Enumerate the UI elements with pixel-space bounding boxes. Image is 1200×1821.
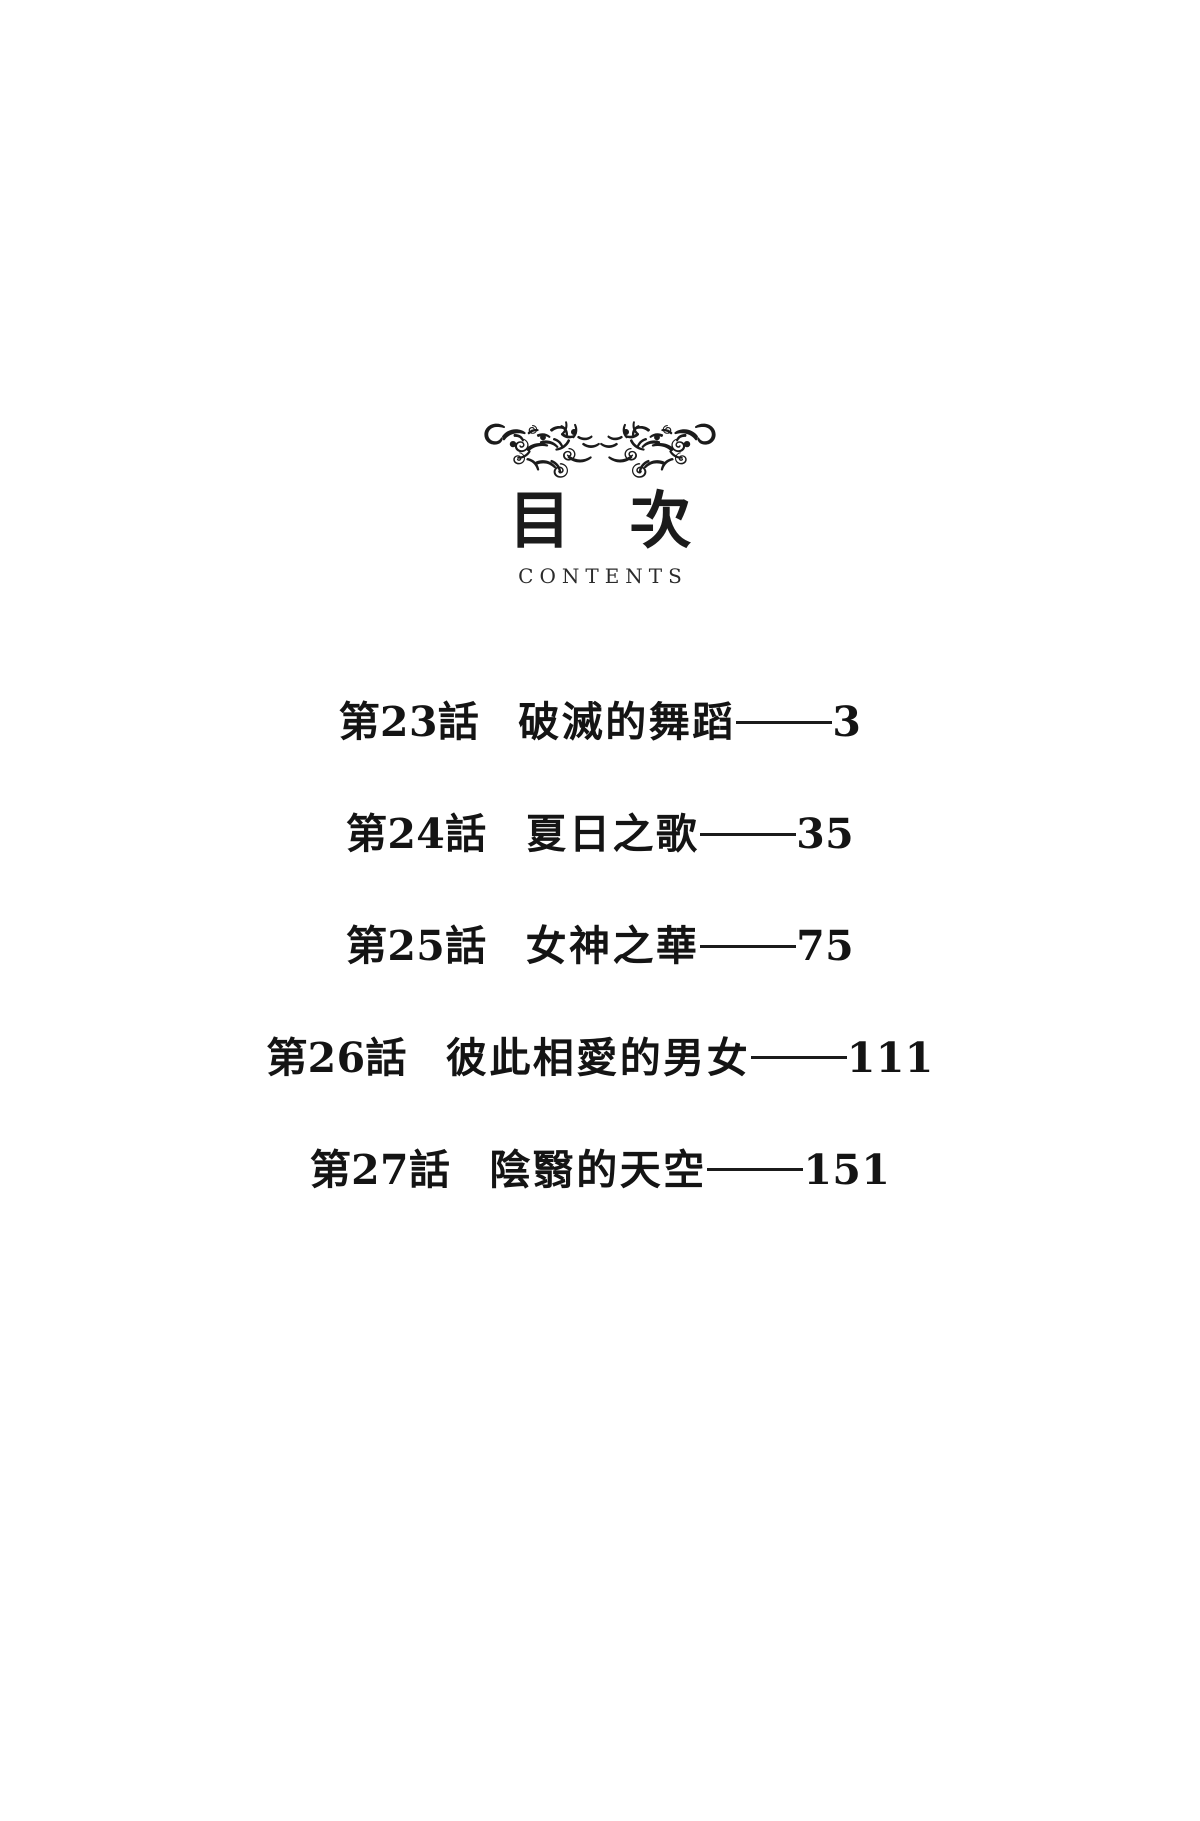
toc-entry[interactable]: 第24話夏日之歌 35 — [0, 809, 1200, 858]
leader-rule — [700, 944, 797, 948]
toc-entry[interactable]: 第26話彼此相愛的男女 111 — [0, 1033, 1200, 1082]
chapter-title: 破滅的舞蹈 — [518, 698, 736, 746]
chapter-title: 夏日之歌 — [525, 809, 700, 858]
floral-filigree-divider-icon — [484, 421, 716, 478]
leader-rule — [750, 1056, 847, 1060]
chapter-label: 第23話 — [338, 698, 480, 746]
leader-rule — [700, 832, 797, 836]
page-number: 75 — [796, 921, 855, 970]
page-title: 目 次 — [508, 484, 710, 557]
leader-rule — [736, 720, 833, 724]
table-of-contents-list: 第23話破滅的舞蹈 3 第24話夏日之歌 35 第25話女神之華 75 第26話彼此相… — [0, 698, 1200, 1194]
page-subtitle: CONTENTS — [518, 563, 688, 588]
toc-entry[interactable]: 第27話陰翳的天空 151 — [0, 1145, 1200, 1194]
chapter-title: 陰翳的天空 — [489, 1145, 707, 1194]
chapter-title: 彼此相愛的男女 — [445, 1033, 751, 1082]
chapter-label: 第24話 — [345, 809, 487, 858]
masthead: 目 次 CONTENTS — [0, 408, 1200, 588]
chapter-label: 第27話 — [309, 1145, 451, 1194]
page-number: 111 — [846, 1033, 934, 1082]
chapter-label: 第25話 — [345, 921, 487, 970]
page-number: 35 — [796, 809, 855, 858]
chapter-label: 第26話 — [266, 1033, 407, 1082]
chapter-title: 女神之華 — [525, 921, 700, 970]
toc-entry[interactable]: 第23話破滅的舞蹈 3 — [0, 698, 1200, 746]
page-number: 3 — [832, 698, 862, 746]
toc-entry[interactable]: 第25話女神之華 75 — [0, 921, 1200, 970]
leader-rule — [707, 1168, 804, 1172]
page-number: 151 — [803, 1145, 891, 1194]
